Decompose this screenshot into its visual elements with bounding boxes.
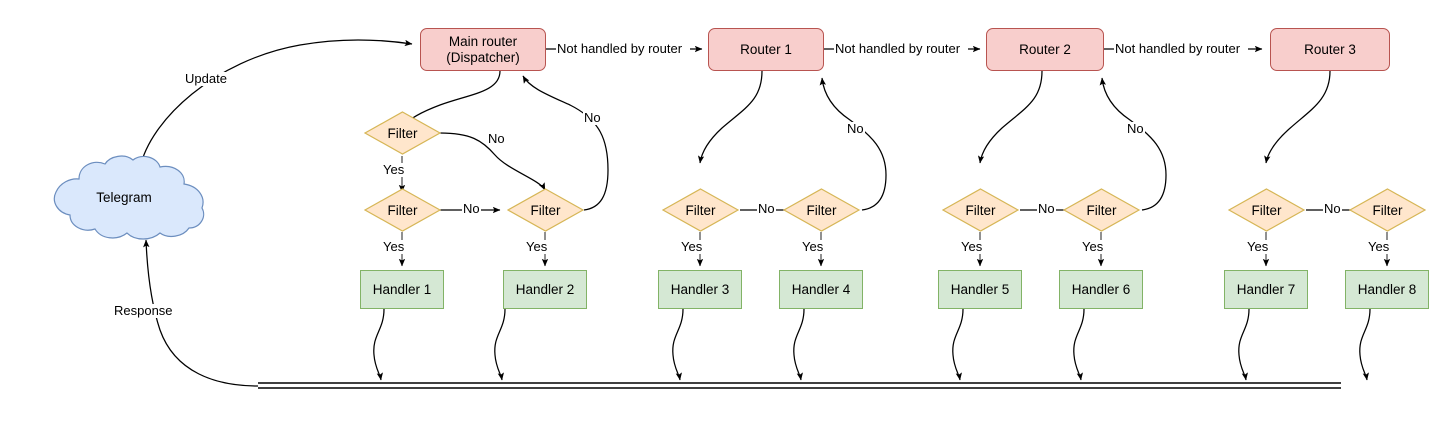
edge-label-yes-c2: Yes [1081, 239, 1105, 254]
edge-handler1-to-bus [373, 308, 385, 381]
edge-response-to-telegram [143, 239, 259, 387]
edge-label-yes-c1: Yes [960, 239, 984, 254]
node-handler-5[interactable]: Handler 5 [938, 270, 1022, 309]
edge-update [139, 39, 413, 169]
handler-7-label: Handler 7 [1236, 281, 1296, 297]
edge-r1-to-filter-b1 [697, 70, 763, 164]
node-handler-3[interactable]: Handler 3 [658, 270, 742, 309]
router-2-label: Router 2 [1019, 41, 1071, 57]
node-filter-a2[interactable]: Filter [364, 188, 441, 232]
node-filter-d1[interactable]: Filter [1228, 188, 1305, 232]
edge-label-yes-a3: Yes [525, 239, 549, 254]
node-filter-b1[interactable]: Filter [662, 188, 739, 232]
edge-filter-c2-no-to-r2 [1099, 77, 1167, 211]
edge-label-no-c2: No [1126, 121, 1145, 136]
edge-handler8-to-bus [1359, 308, 1371, 381]
edge-label-yes-d2: Yes [1367, 239, 1391, 254]
edge-label-not-handled-1: Not handled by router [556, 41, 684, 56]
handler-6-label: Handler 6 [1071, 281, 1131, 297]
diamond-shape [1063, 188, 1140, 232]
node-filter-c2[interactable]: Filter [1063, 188, 1140, 232]
node-filter-c1[interactable]: Filter [942, 188, 1019, 232]
edge-label-not-handled-3: Not handled by router [1114, 41, 1242, 56]
filter-c2-label: Filter [1086, 202, 1117, 218]
filter-b2-label: Filter [806, 202, 837, 218]
handler-4-label: Handler 4 [791, 281, 851, 297]
node-main-router[interactable]: Main router (Dispatcher) [420, 28, 546, 71]
node-router-1[interactable]: Router 1 [708, 28, 824, 71]
edge-label-update: Update [184, 71, 228, 86]
edge-label-yes-b2: Yes [801, 239, 825, 254]
diamond-shape [507, 188, 584, 232]
handler-1-label: Handler 1 [372, 281, 432, 297]
router-1-label: Router 1 [740, 41, 792, 57]
edge-handler3-to-bus [672, 308, 684, 381]
telegram-cloud-label: Telegram [96, 190, 152, 205]
edge-r2-to-filter-c1 [977, 70, 1043, 164]
node-handler-2[interactable]: Handler 2 [503, 270, 587, 309]
node-filter-b2[interactable]: Filter [783, 188, 860, 232]
edge-label-yes-d1: Yes [1246, 239, 1270, 254]
edge-handler2-to-bus [494, 308, 506, 381]
edge-handler7-to-bus [1238, 308, 1250, 381]
telegram-cloud[interactable]: Telegram [38, 155, 210, 240]
edge-label-not-handled-2: Not handled by router [834, 41, 962, 56]
edge-label-no-a2: No [462, 201, 481, 216]
filter-c1-label: Filter [965, 202, 996, 218]
diamond-shape [1349, 188, 1426, 232]
edge-filter-a3-no-to-main [522, 75, 609, 211]
diamond-shape [942, 188, 1019, 232]
handler-2-label: Handler 2 [515, 281, 575, 297]
edge-label-no-a3: No [583, 110, 602, 125]
edge-handler6-to-bus [1073, 308, 1085, 381]
filter-d1-label: Filter [1251, 202, 1282, 218]
diamond-shape [364, 188, 441, 232]
edge-label-no-c1: No [1037, 201, 1056, 216]
main-router-label: Main router (Dispatcher) [446, 33, 520, 65]
edge-label-yes-a2: Yes [382, 239, 406, 254]
handler-3-label: Handler 3 [670, 281, 730, 297]
edge-label-yes-b1: Yes [680, 239, 704, 254]
edge-handler5-to-bus [952, 308, 964, 381]
edge-label-no-a1: No [487, 131, 506, 146]
node-handler-8[interactable]: Handler 8 [1345, 270, 1429, 309]
diamond-shape [783, 188, 860, 232]
diamond-shape [1228, 188, 1305, 232]
node-handler-6[interactable]: Handler 6 [1059, 270, 1143, 309]
handler-5-label: Handler 5 [950, 281, 1010, 297]
filter-a3-label: Filter [530, 202, 561, 218]
edge-label-no-b2: No [846, 121, 865, 136]
handler-8-label: Handler 8 [1357, 281, 1417, 297]
edge-label-yes-a1: Yes [382, 162, 406, 177]
edge-r3-to-filter-d1 [1264, 70, 1331, 164]
node-router-3[interactable]: Router 3 [1270, 28, 1390, 71]
node-router-2[interactable]: Router 2 [986, 28, 1104, 71]
edge-handler4-to-bus [793, 308, 805, 381]
filter-d2-label: Filter [1372, 202, 1403, 218]
edge-label-no-d1: No [1323, 201, 1342, 216]
node-handler-1[interactable]: Handler 1 [360, 270, 444, 309]
filter-a2-label: Filter [387, 202, 418, 218]
edge-filter-b2-no-to-r1 [819, 77, 887, 211]
router-3-label: Router 3 [1304, 41, 1356, 57]
node-handler-4[interactable]: Handler 4 [779, 270, 863, 309]
node-filter-d2[interactable]: Filter [1349, 188, 1426, 232]
edge-label-no-b1: No [757, 201, 776, 216]
filter-a1-label: Filter [387, 125, 418, 141]
cloud-icon [53, 155, 205, 240]
edge-filter-a1-no-to-filter-a3 [439, 132, 546, 191]
diamond-shape [364, 111, 441, 155]
node-handler-7[interactable]: Handler 7 [1224, 270, 1308, 309]
edge-label-response: Response [113, 303, 174, 318]
diamond-shape [662, 188, 739, 232]
filter-b1-label: Filter [685, 202, 716, 218]
node-filter-a3[interactable]: Filter [507, 188, 584, 232]
node-filter-a1[interactable]: Filter [364, 111, 441, 155]
